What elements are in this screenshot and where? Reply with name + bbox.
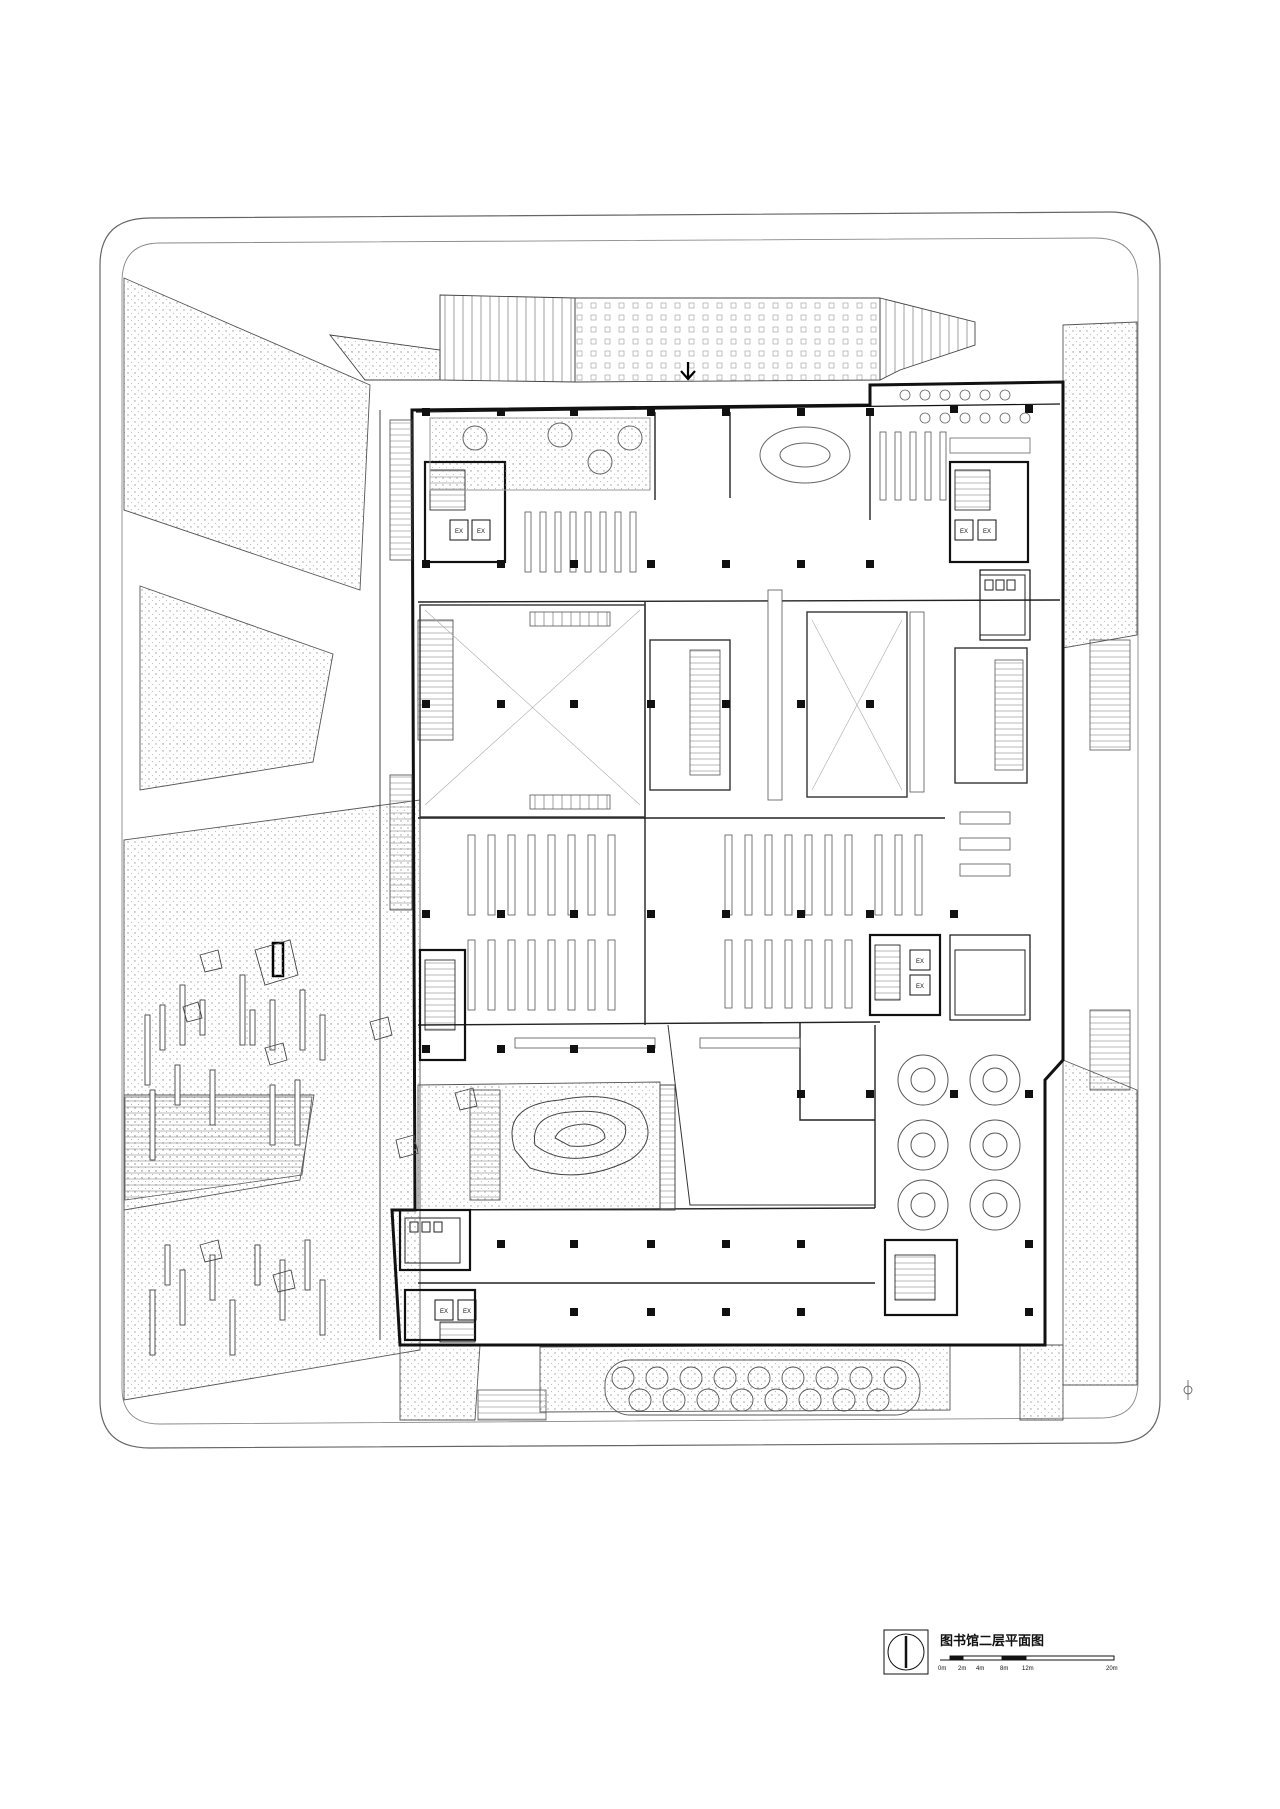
core-south-east xyxy=(883,1238,959,1317)
core-west-middle xyxy=(418,948,467,1062)
core-north-east xyxy=(948,460,1031,641)
scale-bar xyxy=(940,1655,1115,1661)
elevator-label: EX xyxy=(455,529,463,535)
site-boundary xyxy=(99,211,1161,1449)
scale-label: 2m xyxy=(958,1666,967,1672)
legend xyxy=(883,1629,1115,1675)
stacks-north-west xyxy=(524,511,637,573)
core-south-west xyxy=(398,1208,477,1343)
elevator-label: EX xyxy=(463,1309,471,1315)
elevator-label: EX xyxy=(983,529,991,535)
scale-label: 4m xyxy=(976,1666,985,1672)
landscape-stairs xyxy=(124,639,1131,1421)
drawing-title: 图书馆二层平面图 xyxy=(940,1634,1045,1649)
book-stacks xyxy=(467,431,1011,1049)
elevator-label: EX xyxy=(960,529,968,535)
cafe-round-tables xyxy=(897,1054,1021,1231)
void-stairs xyxy=(529,611,1024,810)
stacks-middle-east xyxy=(724,834,923,1009)
elevator-label: EX xyxy=(477,529,485,535)
toilet-blocks xyxy=(404,574,1026,1264)
stacks-middle-west xyxy=(467,834,616,1011)
north-symbol-icon xyxy=(883,1629,929,1675)
elevator-label: EX xyxy=(916,984,924,990)
scale-label: 8m xyxy=(1000,1666,1009,1672)
lounge-furniture xyxy=(429,417,851,491)
stacks-north-east xyxy=(879,431,947,501)
scale-label: 20m xyxy=(1106,1666,1118,1672)
scale-label: 0m xyxy=(938,1666,947,1672)
legend-text: 图书馆二层平面图 0m 2m 4m 8m 12m 20m xyxy=(884,1630,1124,1680)
west-stairs xyxy=(389,419,454,911)
elevator-label: EX xyxy=(916,959,924,965)
elevator-label: EX xyxy=(440,1309,448,1315)
north-east-cafe xyxy=(899,389,1031,454)
entrance-arrow-icon xyxy=(680,362,696,381)
south-planters xyxy=(604,1359,921,1416)
reading-tables xyxy=(514,589,1011,1049)
courtyard-garden xyxy=(469,1084,676,1211)
north-canopy xyxy=(328,294,976,383)
site-mark-icon xyxy=(1183,1380,1193,1400)
landscape-elements xyxy=(144,939,478,1356)
core-east-middle xyxy=(868,933,1031,1021)
columns xyxy=(422,405,1033,1316)
scale-label: 12m xyxy=(1022,1666,1034,1672)
